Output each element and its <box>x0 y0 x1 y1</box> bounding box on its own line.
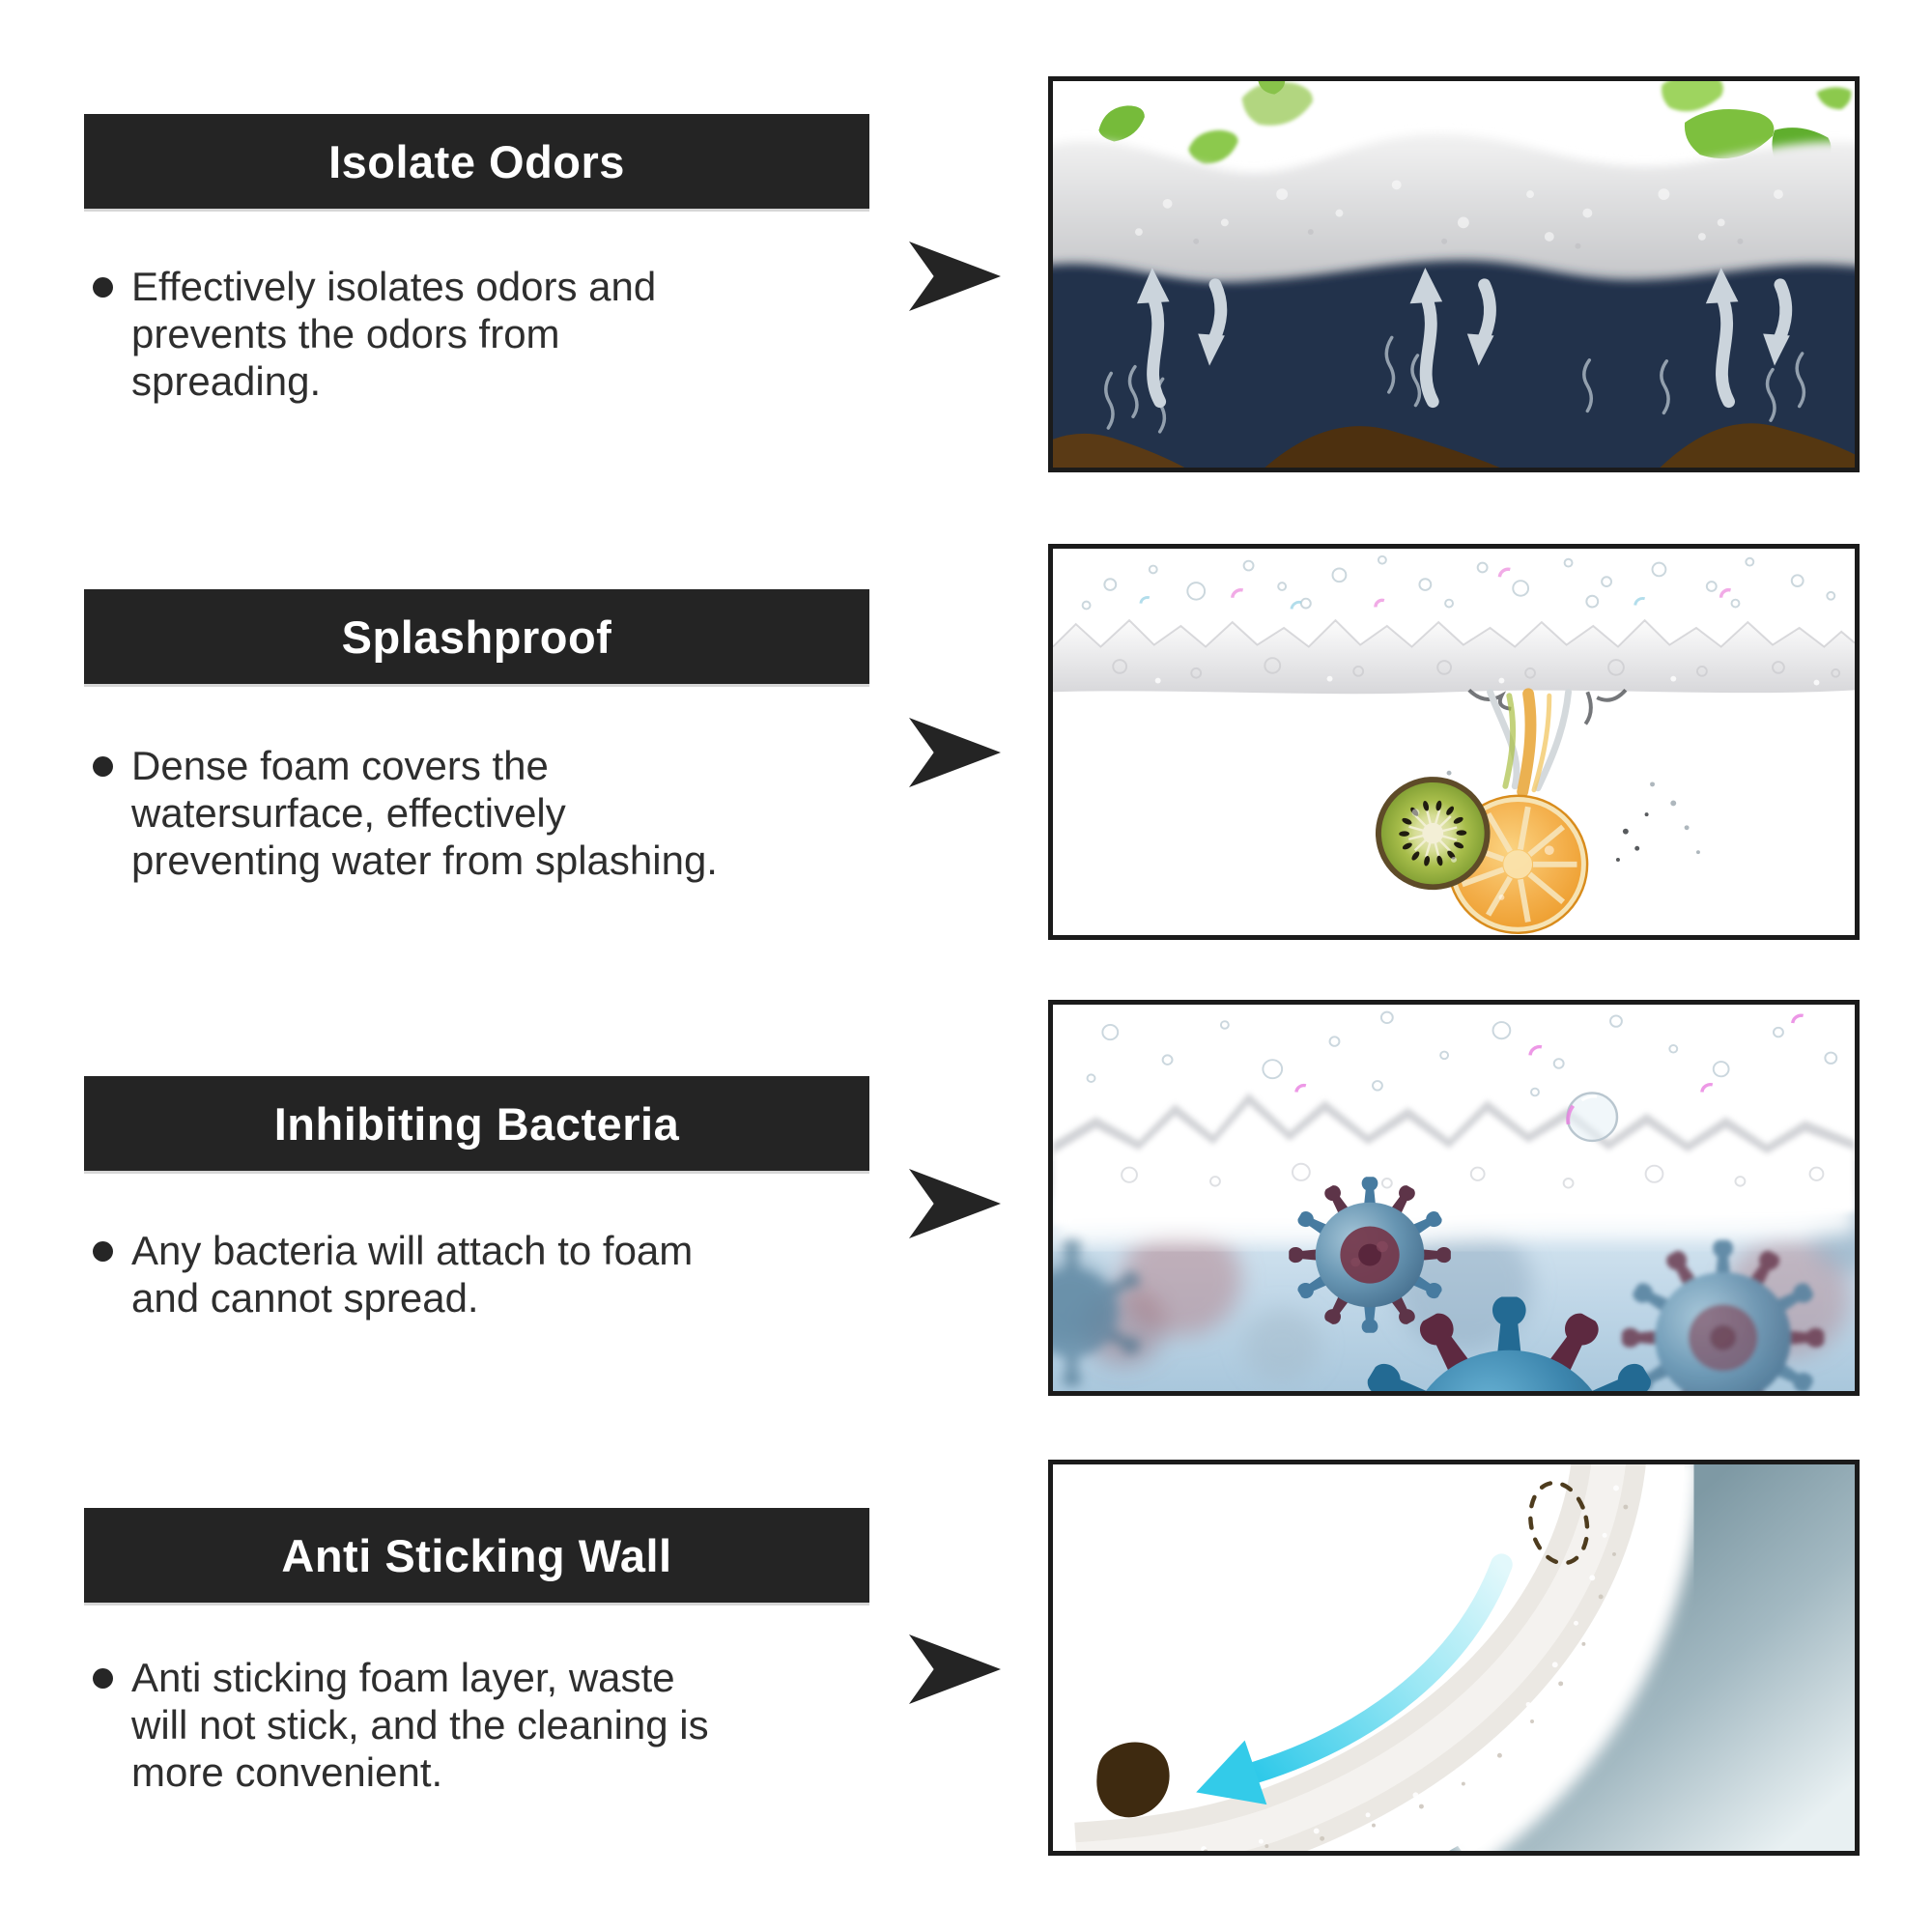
bullet-line: preventing water from splashing. <box>131 838 718 883</box>
splash-streaks <box>1487 688 1573 798</box>
slide-down-arrowhead <box>1196 1740 1267 1805</box>
pointer-arrow-icon <box>909 1169 1001 1238</box>
bullet-item: Dense foam covers the watersurface, effe… <box>93 742 866 884</box>
dark-water <box>1053 260 1855 468</box>
virus-bottom-large <box>1363 1296 1656 1391</box>
bullet-line: will not stick, and the cleaning is <box>131 1702 709 1747</box>
foam-band <box>1053 620 1855 695</box>
dashed-waste-outline <box>1528 1480 1590 1566</box>
bullet-dot-icon <box>93 1241 113 1262</box>
surface-splash <box>1467 688 1628 725</box>
bullet-line: prevents the odors from <box>131 311 560 356</box>
pointer-arrow-icon <box>909 1634 1001 1704</box>
circulation-arrows <box>1146 278 1793 409</box>
bacteria-trapped-by-foam-illustration <box>1048 1000 1860 1396</box>
slide-down-arrow <box>1244 1553 1513 1784</box>
pointer-arrow-icon <box>909 718 1001 787</box>
foam-layer <box>1053 133 1855 288</box>
bullet-text: Dense foam covers the watersurface, effe… <box>131 742 718 884</box>
bullet-line: Anti sticking foam layer, waste <box>131 1655 675 1700</box>
large-bubble <box>1566 1092 1619 1143</box>
bullet-text: Anti sticking foam layer, waste will not… <box>131 1654 709 1796</box>
bullet-text: Any bacteria will attach to foam and can… <box>131 1227 693 1321</box>
section-title: Anti Sticking Wall <box>281 1529 672 1581</box>
section-header-inhibiting-bacteria: Inhibiting Bacteria <box>84 1076 869 1171</box>
foam-speckles <box>1201 1485 1619 1851</box>
section-header-splashproof: Splashproof <box>84 589 869 684</box>
virus-right <box>1621 1239 1825 1391</box>
bullet-line: Effectively isolates odors and <box>131 264 657 309</box>
section-title: Splashproof <box>341 611 612 663</box>
kiwi-slice <box>1375 777 1491 891</box>
foam-odor-barrier-illustration <box>1048 76 1860 472</box>
floating-bubbles <box>1081 554 1836 611</box>
bullet-item: Anti sticking foam layer, waste will not… <box>93 1654 866 1796</box>
bullet-item: Any bacteria will attach to foam and can… <box>93 1227 866 1321</box>
floating-bubbles <box>1086 1010 1838 1097</box>
section-header-isolate-odors: Isolate Odors <box>84 114 869 209</box>
virus-blurred-left <box>1053 1239 1143 1386</box>
virus-main <box>1289 1177 1451 1333</box>
bullet-line: Dense foam covers the <box>131 743 549 788</box>
foam-bubbles <box>1134 180 1783 242</box>
bullet-line: more convenient. <box>131 1749 443 1795</box>
bullet-dot-icon <box>93 277 113 298</box>
pointer-arrow-icon <box>909 242 1001 311</box>
section-header-anti-sticking-wall: Anti Sticking Wall <box>84 1508 869 1603</box>
bullet-dot-icon <box>93 1668 113 1689</box>
waste-mounds <box>1053 423 1855 468</box>
section-title: Isolate Odors <box>328 135 625 187</box>
waste-blob <box>1096 1742 1170 1818</box>
bullet-dot-icon <box>93 756 113 777</box>
bullet-item: Effectively isolates odors and prevents … <box>93 263 866 405</box>
bullet-line: spreading. <box>131 358 322 404</box>
section-title: Inhibiting Bacteria <box>273 1097 680 1150</box>
fruit-splash-under-foam-illustration <box>1048 544 1860 940</box>
bullet-line: Any bacteria will attach to foam <box>131 1228 694 1273</box>
anti-sticking-toilet-wall-illustration <box>1048 1460 1860 1856</box>
bullet-line: watersurface, effectively <box>131 790 566 836</box>
bullet-line: and cannot spread. <box>131 1275 479 1321</box>
bullet-text: Effectively isolates odors and prevents … <box>131 263 656 405</box>
